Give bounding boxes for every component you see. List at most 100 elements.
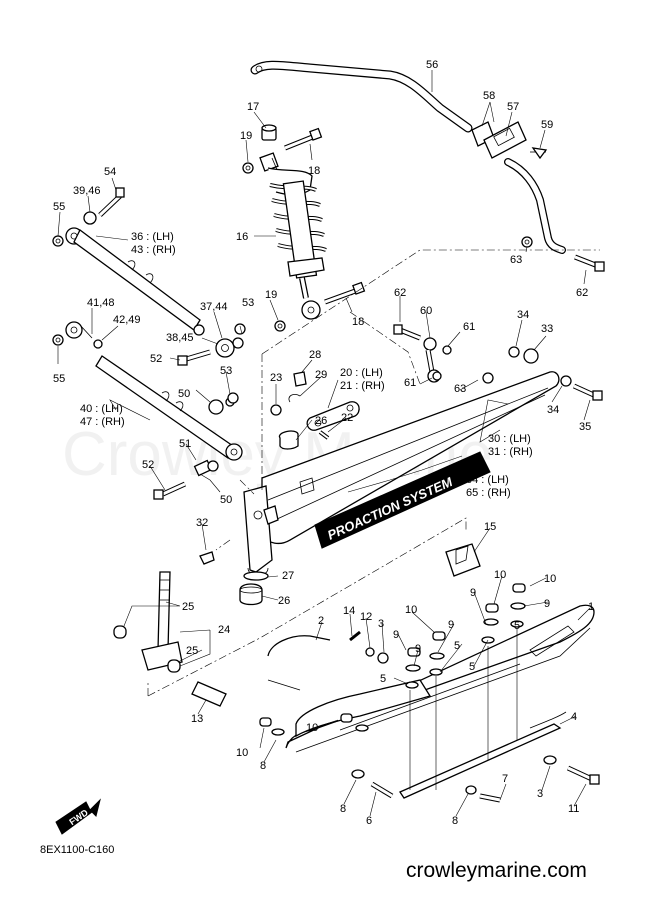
callout-43-rh: 43 : (RH)	[131, 244, 176, 256]
callout-19-top: 19	[240, 130, 252, 142]
callout-63-lower: 63	[454, 383, 466, 395]
callout-10-a: 10	[544, 573, 556, 585]
callout-30-lh: 30 : (LH)	[488, 433, 531, 445]
callout-28: 28	[309, 349, 321, 361]
callout-52-upper: 52	[150, 353, 162, 365]
ski-spindle	[113, 571, 227, 707]
callout-8-c: 8	[452, 815, 458, 827]
callout-9-d: 9	[393, 629, 399, 641]
site-url: crowleymarine.com	[406, 859, 587, 882]
callout-64-lh: 64 : (LH)	[466, 474, 509, 486]
callout-13: 13	[191, 713, 203, 725]
callout-34-lower: 34	[547, 404, 559, 416]
callout-9-c: 9	[448, 619, 454, 631]
stabilizer-bar	[250, 60, 566, 254]
callout-16: 16	[236, 231, 248, 243]
callout-59: 59	[541, 119, 553, 131]
callout-42-49: 42,49	[113, 314, 141, 326]
callout-36-lh: 36 : (LH)	[131, 231, 174, 243]
callout-40-lh: 40 : (LH)	[80, 403, 123, 415]
callout-6: 6	[366, 815, 372, 827]
callout-18-bottom: 18	[352, 316, 364, 328]
swing-arm-post	[243, 485, 279, 576]
callout-32: 32	[196, 517, 208, 529]
callout-1: 1	[588, 601, 594, 613]
arm-end-hardware	[508, 346, 603, 401]
callout-17: 17	[247, 101, 259, 113]
callout-33: 33	[541, 323, 553, 335]
callout-11: 11	[568, 803, 579, 815]
callout-35: 35	[579, 421, 591, 433]
shock-top-hardware	[242, 124, 323, 174]
callout-14: 14	[343, 605, 355, 617]
callout-8-b: 8	[340, 803, 346, 815]
callout-4: 4	[571, 711, 577, 723]
shock-bottom-hardware	[274, 281, 366, 332]
upper-rod	[52, 187, 201, 331]
fwd-arrow-icon: FWD	[55, 798, 101, 835]
callout-10-d: 10	[306, 722, 318, 734]
callout-26-upper: 26	[315, 415, 327, 427]
shock-absorber	[259, 152, 327, 320]
callout-10-b: 10	[494, 569, 506, 581]
callout-5-d: 5	[380, 673, 386, 685]
callout-21-rh: 21 : (RH)	[340, 380, 385, 392]
wear-bar	[399, 711, 567, 799]
callout-63-upper: 63	[510, 254, 522, 266]
callout-24: 24	[218, 624, 230, 636]
callout-3-upper: 3	[378, 618, 384, 630]
callout-60: 60	[420, 305, 432, 317]
callout-55-upper: 55	[53, 201, 65, 213]
callout-39-46: 39,46	[73, 185, 101, 197]
callout-19-bottom: 19	[265, 289, 277, 301]
ski-stopper	[445, 543, 481, 577]
callout-9-b: 9	[544, 598, 550, 610]
callout-53-lower: 53	[220, 365, 232, 377]
callout-5-a: 5	[514, 620, 520, 632]
callout-26-lower: 26	[278, 595, 290, 607]
callout-61-upper: 61	[463, 321, 475, 333]
callout-2: 2	[318, 615, 324, 627]
callout-62-right: 62	[576, 287, 588, 299]
callout-5-b: 5	[454, 640, 460, 652]
callout-38-45: 38,45	[166, 332, 194, 344]
callout-22: 22	[341, 412, 353, 424]
callout-53-upper: 53	[242, 297, 254, 309]
callout-50-upper: 50	[178, 388, 190, 400]
callout-52-lower: 52	[142, 459, 154, 471]
callout-54: 54	[104, 166, 116, 178]
pivot-lever	[270, 371, 360, 450]
callout-5-c: 5	[469, 661, 475, 673]
lower-rod	[52, 321, 243, 461]
rod-end-hardware	[153, 323, 246, 500]
callout-58: 58	[483, 90, 495, 102]
callout-9-e: 9	[415, 643, 421, 655]
callout-10-c: 10	[405, 604, 417, 616]
callout-20-lh: 20 : (LH)	[340, 367, 383, 379]
callout-10-e: 10	[236, 747, 248, 759]
callout-55-lower: 55	[53, 373, 65, 385]
callout-12: 12	[360, 611, 372, 623]
callout-27: 27	[282, 570, 294, 582]
callout-50-lower: 50	[220, 494, 232, 506]
callout-51: 51	[179, 438, 191, 450]
callout-62-left: 62	[394, 287, 406, 299]
callout-labels: 56 58 57 59 17 19 18 54 39,46 55 36 : (L…	[53, 59, 594, 827]
callout-25-lower: 25	[186, 645, 198, 657]
ski-hardware	[259, 583, 600, 803]
callout-18-top: 18	[308, 165, 320, 177]
callout-25-upper: 25	[182, 601, 194, 613]
callout-7: 7	[502, 773, 508, 785]
callout-37-44: 37,44	[200, 301, 228, 313]
callout-47-rh: 47 : (RH)	[80, 416, 125, 428]
stabilizer-bracket	[471, 121, 548, 160]
callout-29: 29	[315, 369, 327, 381]
drawing-code: 8EX1100-C160	[40, 844, 114, 856]
callout-56: 56	[426, 59, 438, 71]
callout-31-rh: 31 : (RH)	[488, 446, 533, 458]
callout-41-48: 41,48	[87, 297, 115, 309]
callout-34-upper: 34	[517, 309, 529, 321]
callout-61-lower: 61	[404, 377, 416, 389]
stabilizer-link	[393, 236, 605, 384]
